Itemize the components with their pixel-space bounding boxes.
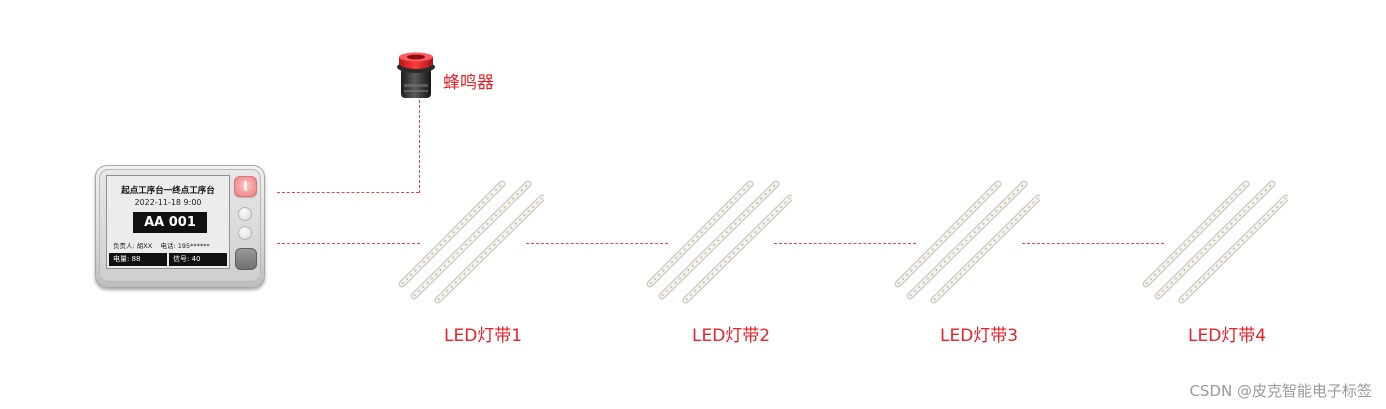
screen-contact-row: 负责人: 胡XX 电话: 195******	[113, 240, 210, 250]
led-strips-4	[1142, 180, 1288, 304]
screen-status-bar: 电量: 88 信号: 40	[109, 253, 227, 266]
screen-phone: 电话: 195******	[160, 242, 210, 250]
screen-signal: 信号: 40	[167, 253, 227, 266]
screen-date: 2022-11-18 9:00	[134, 198, 202, 207]
led-strips-3	[894, 180, 1040, 304]
device-round-button-1	[238, 207, 252, 221]
led-strip-label-1: LED灯带1	[444, 326, 523, 346]
connector-led3-to-led4	[1022, 243, 1164, 244]
connector-led1-to-led2	[526, 243, 668, 244]
led-strips-1	[398, 180, 544, 304]
led-strip-label-3: LED灯带3	[940, 326, 1019, 346]
led-strips-2	[646, 180, 792, 304]
led-strip-label-4: LED灯带4	[1188, 326, 1267, 346]
led-strip-label-2: LED灯带2	[692, 326, 771, 346]
connector-led2-to-led3	[774, 243, 916, 244]
buzzer-icon	[397, 52, 435, 98]
led-strip-icon-4	[1142, 180, 1288, 304]
led-strip-icon-3	[894, 180, 1040, 304]
connector-buzzer-vertical	[419, 100, 420, 193]
screen-person: 负责人: 胡XX	[113, 242, 153, 250]
led-strip-icon-2	[646, 180, 792, 304]
led-strip-icon-1	[398, 180, 544, 304]
screen-route-title: 起点工序台一终点工序台	[121, 186, 215, 196]
buzzer-label: 蜂鸣器	[443, 73, 494, 93]
device-screen: 起点工序台一终点工序台 2022-11-18 9:00 AA 001 负责人: …	[106, 175, 230, 269]
connector-device-to-buzzer-horizontal	[277, 192, 419, 193]
device-square-button	[235, 248, 257, 270]
screen-battery: 电量: 88	[113, 255, 141, 263]
connector-device-to-led1	[277, 243, 420, 244]
screen-code-badge: AA 001	[133, 212, 207, 233]
device-red-button	[234, 176, 257, 197]
watermark: CSDN @皮克智能电子标签	[1189, 382, 1372, 400]
device-round-button-2	[238, 226, 252, 240]
